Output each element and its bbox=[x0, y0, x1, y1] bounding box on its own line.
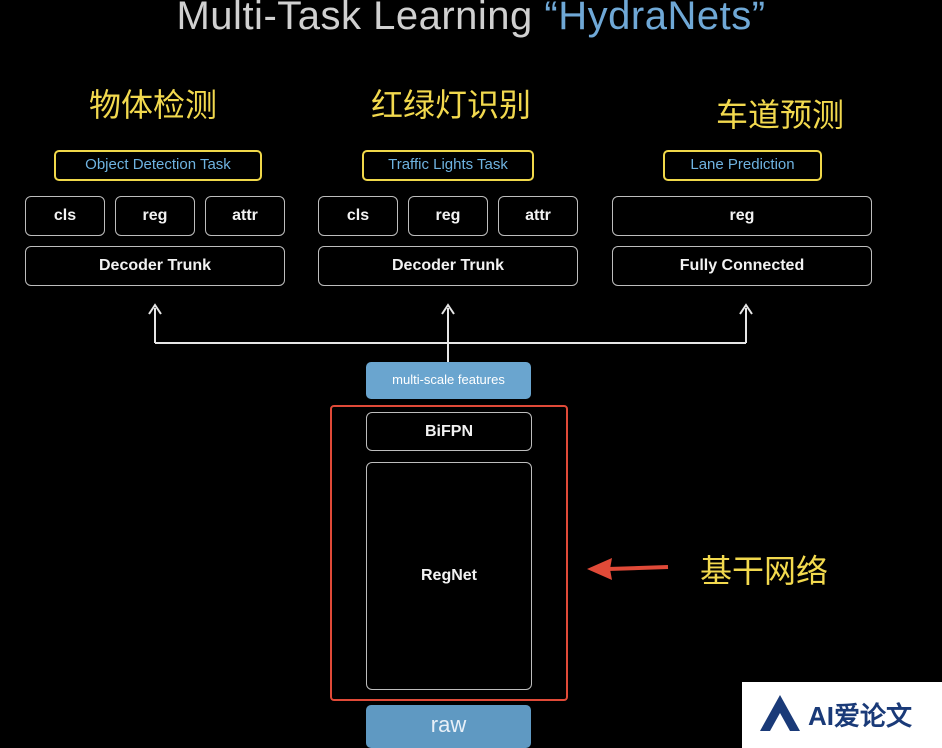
head3-fully-connected: Fully Connected bbox=[612, 246, 872, 286]
head-label-traffic-lights: 红绿灯识别 bbox=[371, 86, 532, 124]
multi-scale-features-box: multi-scale features bbox=[366, 362, 531, 399]
arrowhead-head1 bbox=[148, 303, 162, 315]
backbone-highlight-frame bbox=[330, 405, 568, 701]
head2-cls-box: cls bbox=[318, 196, 398, 236]
arrowhead-head2 bbox=[441, 303, 455, 315]
head2-attr-box: attr bbox=[498, 196, 578, 236]
watermark-logo-icon bbox=[760, 695, 800, 731]
head-label-object-detection: 物体检测 bbox=[89, 86, 218, 124]
head1-reg-box: reg bbox=[115, 196, 195, 236]
red-pointer-arrow bbox=[587, 558, 669, 580]
arrowhead-head3 bbox=[739, 303, 753, 315]
head2-reg-box: reg bbox=[408, 196, 488, 236]
head1-decoder-trunk: Decoder Trunk bbox=[25, 246, 285, 286]
backbone-label: 基干网络 bbox=[700, 552, 829, 590]
title-highlight: “HydraNets” bbox=[544, 0, 766, 38]
title-main: Multi-Task Learning bbox=[176, 0, 545, 38]
head1-cls-box: cls bbox=[25, 196, 105, 236]
slide-title: Multi-Task Learning “HydraNets” bbox=[0, 0, 942, 39]
feature-fanout-arrows bbox=[148, 303, 753, 366]
bifpn-box: BiFPN bbox=[366, 412, 532, 451]
object-detection-task-box: Object Detection Task bbox=[54, 150, 262, 181]
head-label-lane-prediction: 车道预测 bbox=[716, 96, 845, 134]
regnet-box: RegNet bbox=[366, 462, 532, 690]
head3-reg-box: reg bbox=[612, 196, 872, 236]
traffic-lights-task-box: Traffic Lights Task bbox=[362, 150, 534, 181]
watermark-text: AI爱论文 bbox=[808, 701, 913, 731]
lane-prediction-task-box: Lane Prediction bbox=[663, 150, 822, 181]
watermark: AI爱论文 bbox=[742, 682, 942, 748]
head1-attr-box: attr bbox=[205, 196, 285, 236]
head2-decoder-trunk: Decoder Trunk bbox=[318, 246, 578, 286]
raw-input-box: raw bbox=[366, 705, 531, 748]
